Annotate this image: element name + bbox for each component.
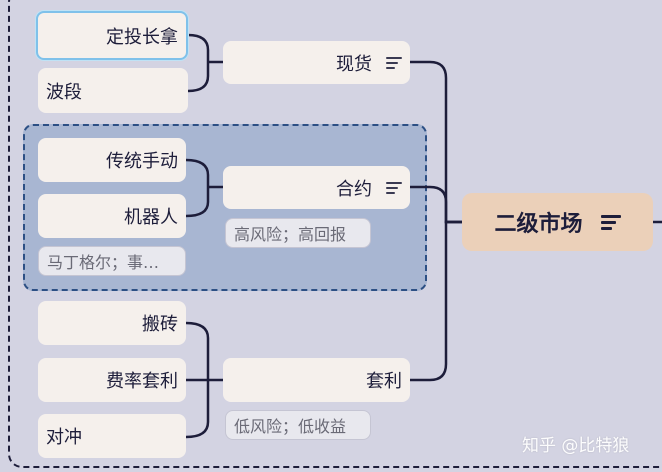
notes-icon[interactable] xyxy=(386,179,402,197)
leaf-label: 定投长拿 xyxy=(106,26,178,48)
branch-label: 合约 xyxy=(336,178,372,200)
note-text: 高风险；高回报 xyxy=(234,225,347,244)
leaf-node-robot[interactable]: 机器人 xyxy=(38,194,186,238)
link-root-spot xyxy=(408,60,464,224)
notes-icon[interactable] xyxy=(600,212,621,233)
leaf-note-robot: 马丁格尔；事… xyxy=(38,246,186,276)
branch-node-contract[interactable]: 合约 xyxy=(223,166,410,209)
branch-note-arbitrage: 低风险；低收益 xyxy=(225,410,371,440)
leaf-node-dingtou[interactable]: 定投长拿 xyxy=(36,11,188,60)
link-root-contract xyxy=(408,185,464,224)
notes-icon[interactable] xyxy=(386,54,402,72)
leaf-label: 搬砖 xyxy=(142,314,178,335)
branch-node-spot[interactable]: 现货 xyxy=(223,41,410,84)
watermark: 知乎 @比特狼 xyxy=(522,436,630,456)
link-spot-children xyxy=(186,33,225,93)
link-arbitrage-children xyxy=(184,321,225,439)
leaf-label: 波段 xyxy=(46,81,82,103)
leaf-node-boduan[interactable]: 波段 xyxy=(38,68,188,113)
root-label: 二级市场 xyxy=(494,212,583,237)
note-text: 低风险；低收益 xyxy=(234,417,347,436)
branch-node-arbitrage[interactable]: 套利 xyxy=(223,358,410,402)
leaf-node-banzhuan[interactable]: 搬砖 xyxy=(38,301,186,345)
branch-label: 现货 xyxy=(336,53,372,75)
link-contract-children xyxy=(184,158,225,218)
leaf-node-funding-arbitrage[interactable]: 费率套利 xyxy=(38,358,186,402)
leaf-node-hedge[interactable]: 对冲 xyxy=(38,414,186,458)
branch-note-contract: 高风险；高回报 xyxy=(225,218,371,248)
leaf-label: 传统手动 xyxy=(106,151,178,172)
link-root-arbitrage xyxy=(408,220,464,382)
leaf-label: 费率套利 xyxy=(106,371,178,392)
leaf-node-manual[interactable]: 传统手动 xyxy=(38,138,186,182)
leaf-label: 机器人 xyxy=(124,207,178,228)
branch-label: 套利 xyxy=(366,371,402,392)
leaf-label: 对冲 xyxy=(46,427,82,448)
root-node[interactable]: 二级市场 xyxy=(462,193,653,251)
note-text: 马丁格尔；事… xyxy=(47,253,160,272)
boundary-frame xyxy=(8,0,662,468)
